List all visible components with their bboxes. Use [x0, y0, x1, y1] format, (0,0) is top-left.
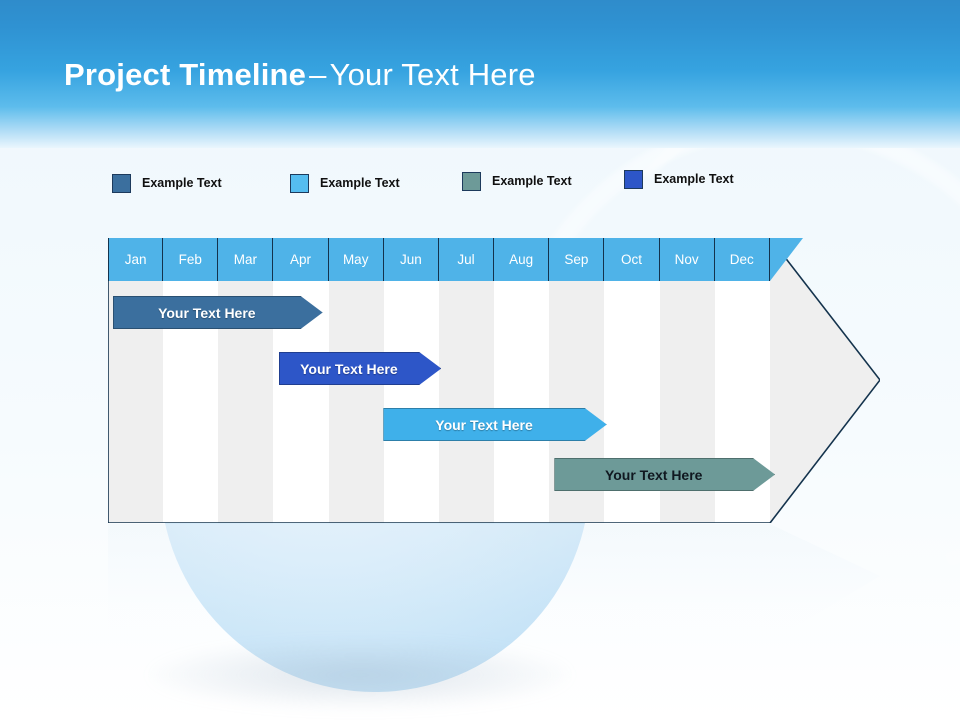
month-header-nov[interactable]: Nov	[659, 238, 715, 281]
legend-item-2[interactable]: Example Text	[290, 172, 400, 194]
month-header-arrow-tip	[770, 238, 803, 281]
page-title-separator: –	[309, 57, 327, 92]
timeline-bar-arrow-shape	[113, 296, 323, 329]
header-banner	[0, 0, 960, 148]
month-header-oct[interactable]: Oct	[604, 238, 660, 281]
timeline-bar-label: Your Text Here	[158, 304, 256, 321]
page-title: Project Timeline–Your Text Here	[64, 57, 536, 93]
legend-item-label: Example Text	[320, 176, 400, 190]
legend-swatch-royal-blue	[624, 169, 643, 189]
month-header-mar[interactable]: Mar	[218, 238, 274, 281]
legend-item-1[interactable]: Example Text	[112, 172, 222, 194]
legend: Example Text Example Text Example Text Exam…	[112, 168, 832, 196]
timeline-bar-3[interactable]: Your Text Here	[383, 408, 606, 441]
legend-item-3[interactable]: Example Text	[462, 170, 572, 192]
timeline-bar-arrow-shape	[383, 408, 606, 441]
month-header-aug[interactable]: Aug	[494, 238, 550, 281]
legend-item-4[interactable]: Example Text	[624, 168, 734, 190]
timeline-bar-2[interactable]: Your Text Here	[279, 352, 442, 385]
timeline-bar-label: Your Text Here	[300, 360, 398, 377]
timeline-bar-label: Your Text Here	[604, 466, 703, 483]
timeline-bar-arrow-shape	[554, 458, 775, 491]
legend-swatch-teal	[462, 171, 481, 191]
month-header-feb[interactable]: Feb	[163, 238, 219, 281]
background-sphere-shadow	[150, 640, 570, 710]
month-header-apr[interactable]: Apr	[273, 238, 329, 281]
timeline-bar-label: Your Text Here	[435, 416, 533, 433]
chart-reflection	[108, 524, 880, 642]
month-header-sep[interactable]: Sep	[549, 238, 605, 281]
page-title-rest: Your Text Here	[329, 57, 536, 92]
page-title-bold: Project Timeline	[64, 57, 307, 92]
month-header-dec[interactable]: Dec	[714, 238, 770, 281]
month-header-jul[interactable]: Jul	[438, 238, 495, 281]
month-header-jun[interactable]: Jun	[383, 238, 439, 281]
timeline-bar-4[interactable]: Your Text Here	[554, 458, 775, 491]
timeline-bar-arrow-shape	[279, 352, 442, 385]
timeline-bar-1[interactable]: Your Text Here	[113, 296, 323, 329]
legend-item-label: Example Text	[492, 174, 572, 188]
legend-swatch-steel-blue	[112, 173, 131, 193]
legend-item-label: Example Text	[654, 172, 734, 186]
legend-swatch-light-blue	[290, 173, 309, 193]
month-header-jan[interactable]: Jan	[108, 238, 164, 281]
month-header-may[interactable]: May	[328, 238, 384, 281]
legend-item-label: Example Text	[142, 176, 222, 190]
